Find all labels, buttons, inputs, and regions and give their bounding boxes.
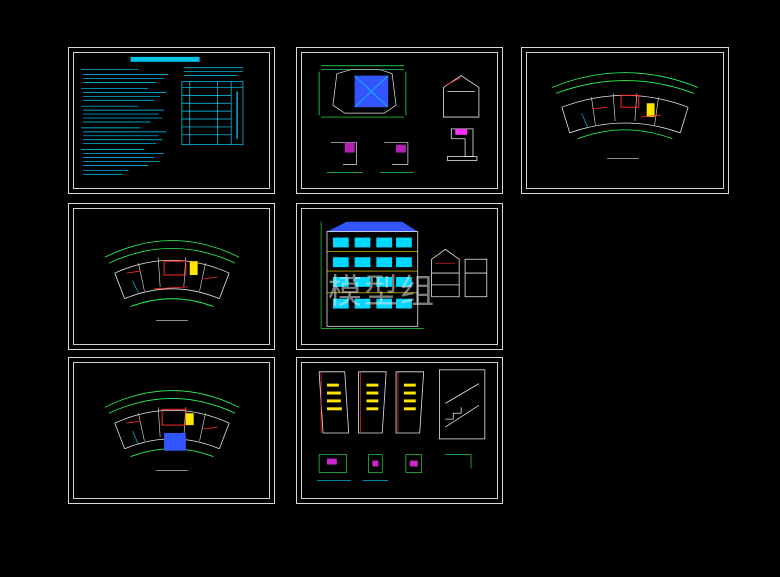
sheet-floor-plan-middle[interactable] [68, 203, 275, 350]
sheet-frame [73, 52, 270, 189]
sheet-stair-details[interactable] [296, 357, 503, 504]
stair-detail-icon [317, 369, 486, 481]
sheet-frame [301, 52, 498, 189]
sheet-elevations[interactable] [296, 203, 503, 350]
sheet-frame [301, 362, 498, 499]
sheet-roof-details[interactable] [296, 47, 503, 194]
curved-floor-plan-icon [104, 390, 240, 471]
sheet-frame [301, 208, 498, 345]
sheet-design-notes[interactable] [68, 47, 275, 194]
sheet-frame [73, 208, 270, 345]
curved-floor-plan-icon [551, 72, 699, 159]
notes-sheet-icon [81, 56, 244, 175]
roof-detail-icon [318, 65, 480, 173]
sheet-frame [526, 52, 724, 189]
sheet-frame [73, 362, 270, 499]
sheet-floor-plan-top[interactable] [521, 47, 729, 194]
curved-floor-plan-icon [104, 240, 240, 321]
building-elevation-icon [320, 221, 488, 329]
sheet-floor-plan-ground[interactable] [68, 357, 275, 504]
